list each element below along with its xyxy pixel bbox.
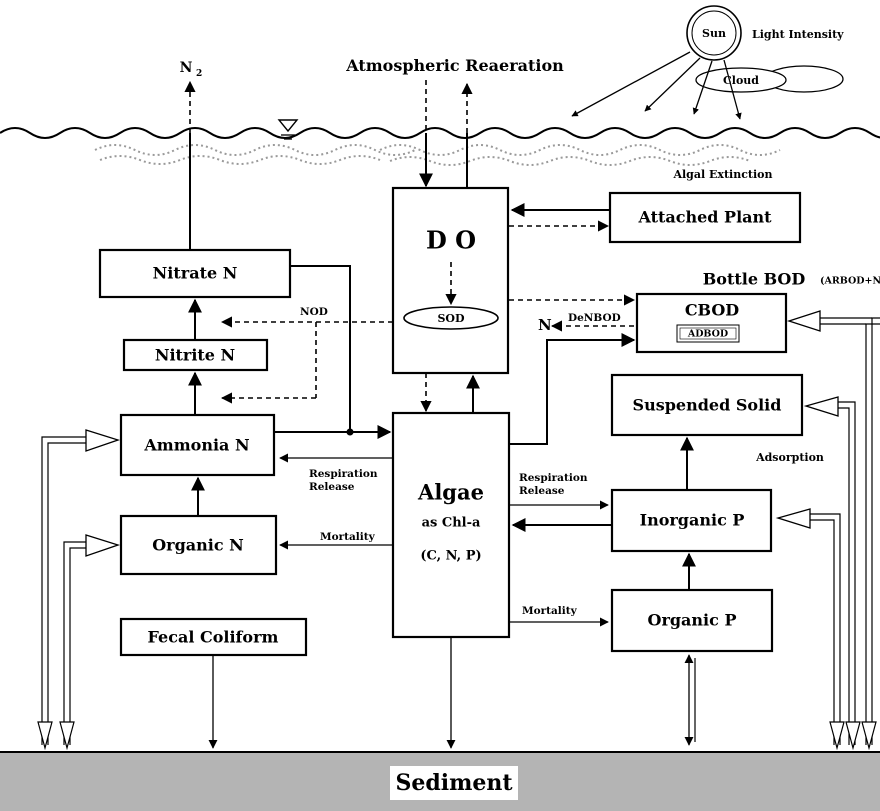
- nitrite-n-label: Nitrite N: [155, 346, 235, 365]
- bottle-bod-label: Bottle BOD: [703, 270, 806, 289]
- algal-foam-band: [94, 144, 781, 166]
- svg-text:2: 2: [196, 69, 202, 79]
- water-level-icon: [277, 119, 299, 140]
- nod-label: NOD: [300, 306, 328, 318]
- attached-plant-label: Attached Plant: [637, 208, 772, 227]
- nitrite-n-box: Nitrite N: [122, 338, 269, 372]
- n2-label: N 2: [180, 60, 203, 79]
- water-surface-line: [0, 127, 880, 139]
- sediment-band: Sediment: [0, 751, 880, 811]
- algae-label: Algae: [417, 480, 484, 505]
- cloud-icon: [695, 65, 844, 93]
- resp-right-2: Release: [519, 485, 565, 497]
- inorganic-p-label: Inorganic P: [640, 511, 745, 530]
- mortality-left-label: Mortality: [320, 531, 376, 543]
- nitrate-n-label: Nitrate N: [153, 264, 238, 283]
- adsorption-label: Adsorption: [755, 451, 824, 464]
- fecal-coliform-label: Fecal Coliform: [148, 628, 279, 647]
- ammonia-n-label: Ammonia N: [143, 436, 249, 455]
- sediment-label: Sediment: [395, 770, 513, 796]
- fecal-coliform-box: Fecal Coliform: [119, 617, 308, 657]
- organic-p-label: Organic P: [648, 611, 737, 630]
- n-out-label: N: [538, 316, 552, 334]
- adbod-label: ADBOD: [687, 329, 728, 340]
- organic-p-box: Organic P: [610, 588, 774, 653]
- denbod-label: DeNBOD: [568, 312, 621, 324]
- resp-left-1: Respiration: [309, 468, 378, 480]
- cbod-box: CBOD ADBOD: [635, 292, 788, 354]
- sun-icon: [686, 5, 742, 61]
- atmospheric-reaeration-label: Atmospheric Reaeration: [345, 56, 564, 75]
- resp-right-1: Respiration: [519, 472, 588, 484]
- mortality-right-label: Mortality: [522, 605, 578, 617]
- do-label: D O: [426, 226, 476, 255]
- algae-cnp-label: (C, N, P): [420, 549, 481, 564]
- resp-left-2: Release: [309, 481, 355, 493]
- cloud-label: Cloud: [723, 74, 759, 87]
- sod-label: SOD: [437, 312, 465, 325]
- light-rays: [571, 51, 742, 120]
- suspended-solid-label: Suspended Solid: [633, 396, 782, 415]
- algal-extinction-label: Algal Extinction: [672, 168, 772, 181]
- organic-n-box: Organic N: [119, 514, 278, 576]
- connectors: [37, 80, 880, 751]
- bottle-bod-sub-label: (ARBOD+NBOD): [820, 276, 880, 287]
- algae-sub-label: as Chl-a: [422, 516, 481, 531]
- sod-ellipse: [403, 306, 499, 330]
- cbod-label: CBOD: [685, 301, 739, 320]
- svg-text:N: N: [180, 60, 193, 76]
- inorganic-p-box: Inorganic P: [610, 488, 773, 553]
- light-intensity-label: Light Intensity: [752, 28, 844, 41]
- sun-label: Sun: [702, 27, 726, 40]
- attached-plant-box: Attached Plant: [608, 191, 802, 244]
- ammonia-n-box: Ammonia N: [119, 413, 276, 477]
- suspended-solid-box: Suspended Solid: [610, 373, 804, 437]
- organic-n-label: Organic N: [152, 536, 244, 555]
- algae-box: Algae as Chl-a (C, N, P): [391, 411, 511, 639]
- nitrate-n-box: Nitrate N: [98, 248, 292, 299]
